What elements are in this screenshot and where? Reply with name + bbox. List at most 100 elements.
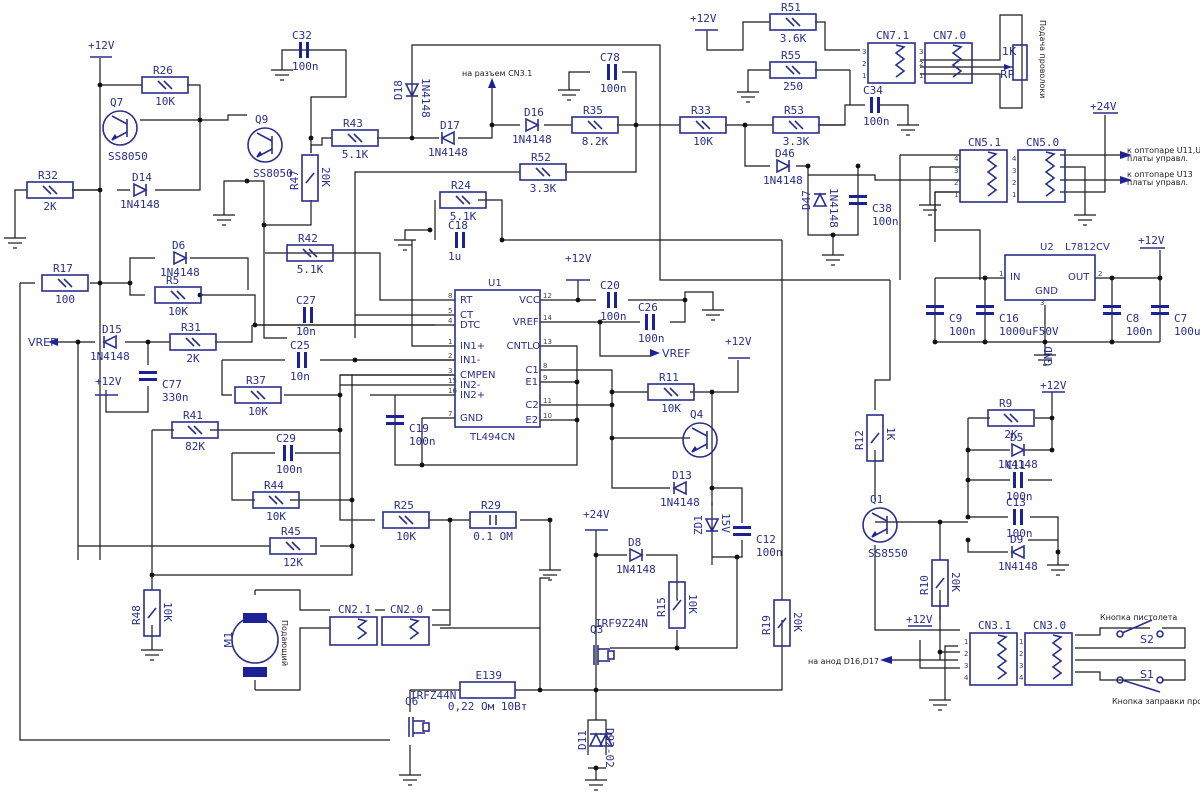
ic-u1-pin-name: IN1+ <box>460 341 485 352</box>
resistor-ref: R25 <box>394 499 414 512</box>
transistor-q4[interactable]: Q4 <box>682 408 718 458</box>
junction-dot <box>127 280 133 286</box>
potentiometer-rp[interactable]: 1K RP <box>1000 44 1028 81</box>
resistor-value: 20K <box>319 167 332 187</box>
diode-ref: D14 <box>132 171 152 184</box>
capacitor-ref: C16 <box>999 312 1019 325</box>
connector-pin: 2 <box>862 60 866 68</box>
junction-dot <box>734 554 740 560</box>
capacitor-value: 10n <box>296 325 316 338</box>
connector-cn2-0[interactable]: CN2.0 <box>381 603 430 646</box>
resistor-ref: R52 <box>531 151 551 164</box>
capacitor-value: 1000uF50V <box>999 325 1059 338</box>
ic-u2[interactable]: U2 L7812CV IN OUT GND 1 2 3 <box>999 242 1110 307</box>
ic-u1-pin-num: 5 <box>448 307 452 315</box>
ic-u1-pin-name: IN1- <box>460 355 481 366</box>
switch-s2[interactable]: S2 <box>1116 619 1164 646</box>
junction-dot <box>593 552 599 558</box>
connector-cn2-1[interactable]: CN2.1 <box>329 603 378 646</box>
junction-dot <box>575 297 581 303</box>
resistor-ref: R45 <box>281 525 301 538</box>
capacitor-c7[interactable]: C7100uF50V <box>1151 305 1200 338</box>
diode-ref: D47 <box>800 190 813 210</box>
switch-s1[interactable]: S1 <box>1116 668 1164 693</box>
diode-ref: D18 <box>392 80 405 100</box>
ic-u1-pin-name: E2 <box>525 415 538 426</box>
